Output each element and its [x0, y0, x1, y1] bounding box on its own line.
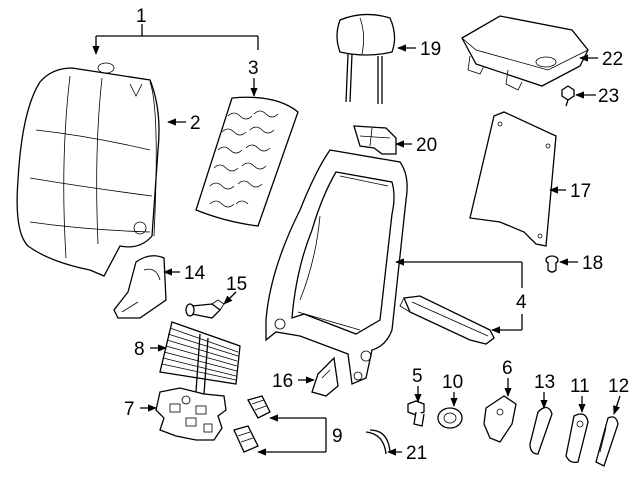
part-15-pin	[185, 299, 225, 319]
callout-3: 3	[248, 58, 259, 79]
part-8-lumbar-support	[159, 321, 241, 395]
callout-20: 20	[416, 135, 437, 156]
callout-17: 17	[570, 181, 591, 202]
part-9-cable-ends	[233, 395, 271, 453]
part-19-headrest	[336, 13, 396, 104]
part-23-screw	[561, 85, 575, 107]
part-20-headrest-guide	[353, 125, 397, 155]
part-14-side-bracket	[113, 255, 167, 319]
callout-10: 10	[442, 372, 463, 393]
part-12-trim-cover	[595, 416, 619, 467]
callout-12: 12	[608, 376, 629, 397]
callout-8: 8	[134, 339, 145, 360]
part-6-handle-housing	[483, 395, 517, 443]
callout-22: 22	[602, 49, 623, 70]
part-22-back-panel-cover	[461, 15, 589, 91]
leader-lines	[92, 24, 621, 456]
callout-labels: 1 2 3 4 5 6 7 8 9 10 11 12 13 14 15 16 1…	[124, 6, 629, 464]
callout-11: 11	[570, 376, 590, 397]
callout-18: 18	[582, 253, 603, 274]
callout-23: 23	[598, 86, 619, 107]
part-10-bushing	[437, 407, 463, 429]
callout-19: 19	[420, 39, 441, 60]
callout-6: 6	[502, 358, 513, 379]
part-13-handle	[529, 406, 553, 455]
callout-9: 9	[332, 426, 343, 447]
callout-16: 16	[272, 371, 293, 392]
part-18-clip	[545, 255, 559, 273]
part-4-lower-bracket	[399, 295, 495, 345]
part-4-seat-back-frame	[265, 149, 408, 385]
part-21-retaining-clip	[365, 429, 391, 455]
callout-5: 5	[412, 366, 423, 387]
callout-2: 2	[190, 113, 201, 134]
part-11-recline-handle	[565, 413, 589, 464]
part-16-bracket	[311, 356, 339, 397]
part-3-seat-back-foam	[195, 96, 299, 227]
part-17-back-board	[469, 111, 557, 247]
part-2-seat-back-cover	[16, 62, 160, 277]
callout-7: 7	[124, 399, 135, 420]
callout-1: 1	[136, 6, 147, 27]
callout-15: 15	[226, 274, 247, 295]
callout-14: 14	[184, 263, 206, 284]
callout-4: 4	[516, 292, 527, 313]
part-5-bolt	[407, 400, 425, 427]
part-7-lumbar-mechanism	[155, 387, 227, 441]
callout-13: 13	[534, 372, 555, 393]
callout-21: 21	[406, 443, 427, 464]
